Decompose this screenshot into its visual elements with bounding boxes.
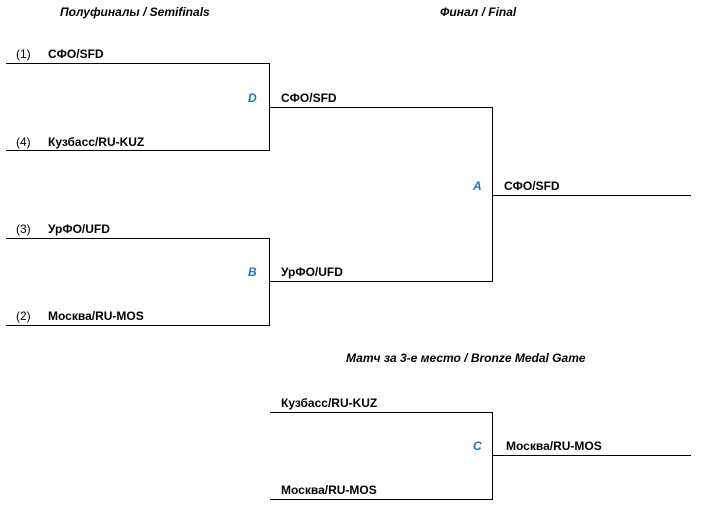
team-name: Москва/RU-MOS [281,483,377,497]
semifinals-header: Полуфиналы / Semifinals [60,5,210,19]
team-name: Кузбасс/RU-KUZ [48,135,145,149]
bracket-line [6,238,270,239]
seed-label: (3) [16,222,31,236]
bracket-line [6,150,270,151]
bracket-line [270,281,493,282]
team-name: УрФО/UFD [48,222,110,236]
seed-label: (4) [16,135,31,149]
bracket-line [493,195,691,196]
bracket-connector [269,238,270,326]
team-name: Кузбасс/RU-KUZ [281,396,378,410]
match-code-b: B [248,265,257,279]
bracket-connector [492,412,493,500]
bracket-connector [492,107,493,282]
final-header: Финал / Final [440,5,517,19]
bracket-line [270,499,493,500]
semifinal-winner: СФО/SFD [281,91,337,105]
bronze-winner: Москва/RU-MOS [506,439,602,453]
bracket-line [270,107,493,108]
seed-label: (1) [16,47,31,61]
team-name: СФО/SFD [48,47,104,61]
match-code-a: A [473,179,482,193]
bracket-connector [269,63,270,151]
bracket-line [6,63,270,64]
bracket-line [270,412,493,413]
team-name: Москва/RU-MOS [48,309,144,323]
semifinal-winner: УрФО/UFD [281,265,343,279]
bracket-line [493,455,691,456]
match-code-c: C [473,439,482,453]
bronze-header: Матч за 3-е место / Bronze Medal Game [346,351,586,365]
bracket-line [6,325,270,326]
match-code-d: D [248,91,257,105]
seed-label: (2) [16,309,31,323]
champion: СФО/SFD [504,179,560,193]
